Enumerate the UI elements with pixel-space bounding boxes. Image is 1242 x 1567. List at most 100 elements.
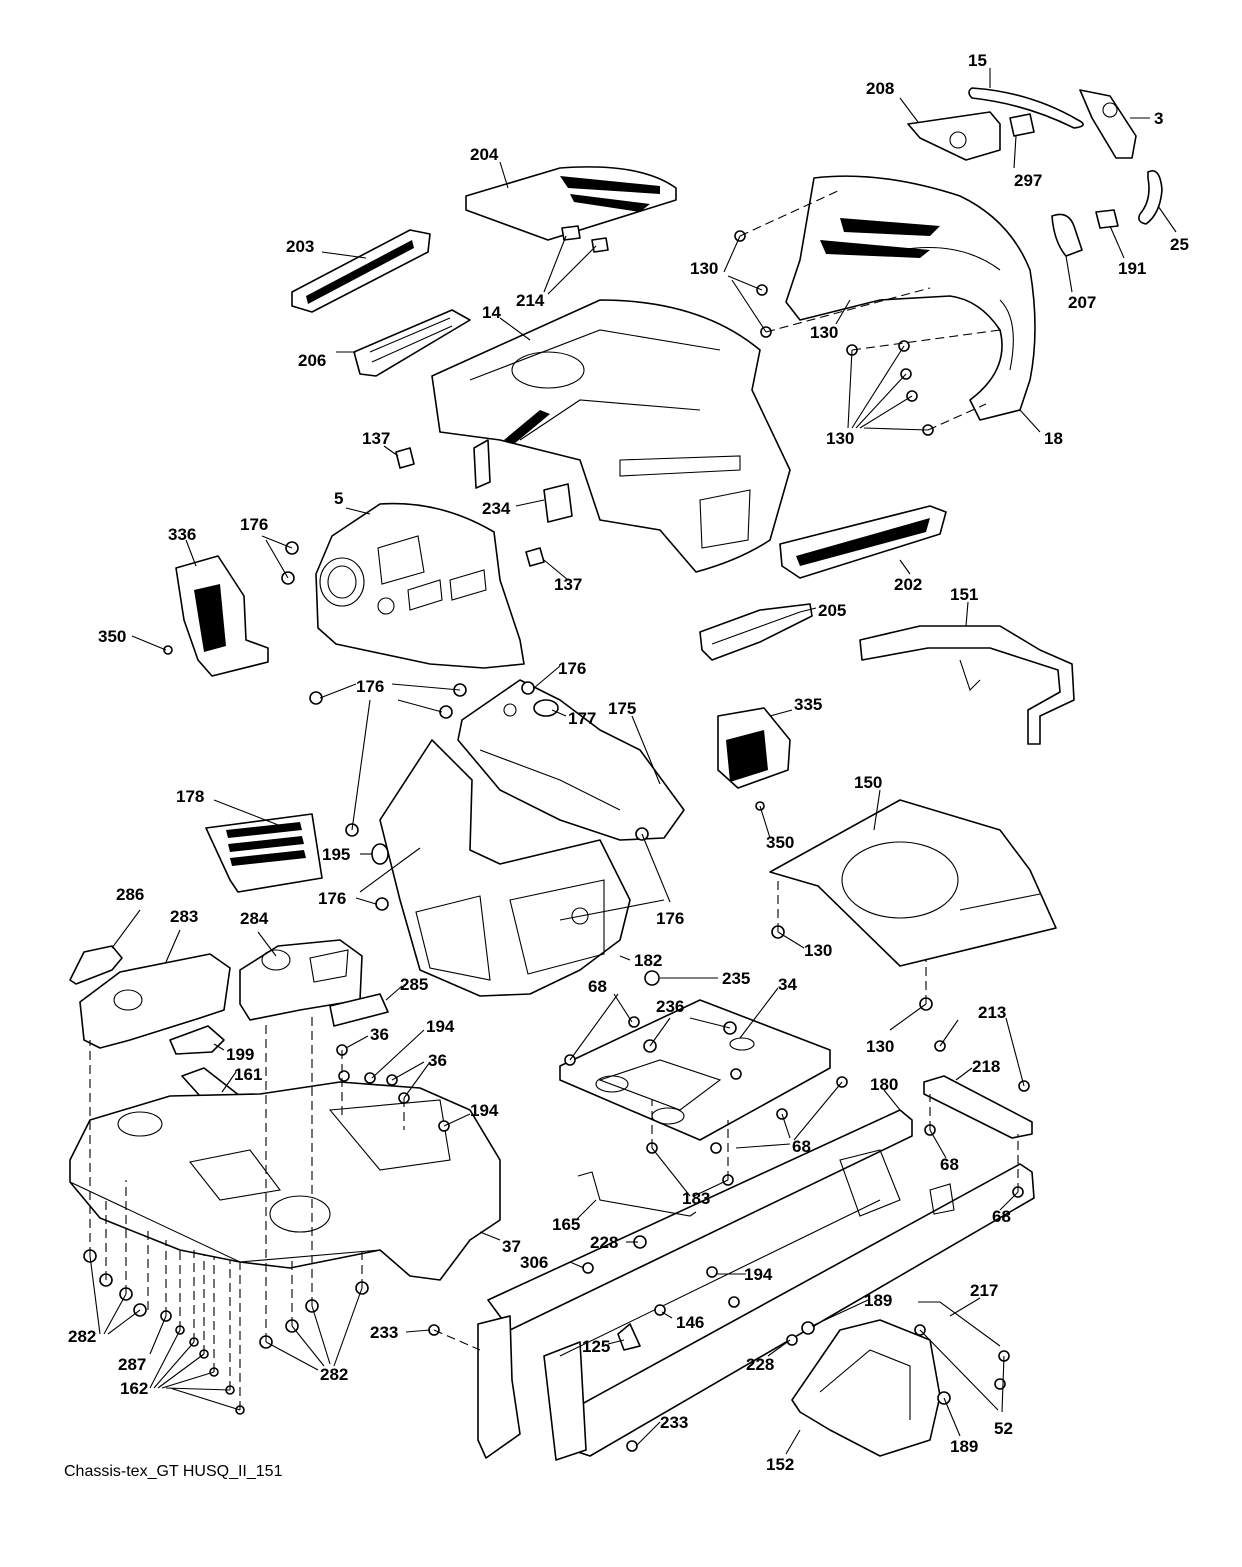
part-234-decal — [473, 439, 573, 523]
label-part-130-c: 130 — [826, 429, 854, 448]
label-part-233-b: 233 — [660, 1413, 688, 1432]
part-218-bracket — [923, 1075, 1033, 1139]
part-34-plate — [559, 999, 831, 1141]
assembly-lines — [89, 189, 1019, 1410]
label-part-68-d: 68 — [992, 1207, 1011, 1226]
leader-lines — [89, 68, 1177, 1455]
label-part-350-a: 350 — [98, 627, 126, 646]
label-part-233-a: 233 — [370, 1323, 398, 1342]
label-part-306: 306 — [520, 1253, 548, 1272]
label-part-36-a: 36 — [370, 1025, 389, 1044]
label-part-137-b: 137 — [554, 575, 582, 594]
part-14-hood — [431, 299, 791, 573]
label-part-162: 162 — [120, 1379, 148, 1398]
part-208-bracket — [907, 111, 1001, 161]
label-part-177: 177 — [568, 709, 596, 728]
label-part-175: 175 — [608, 699, 636, 718]
label-part-176-b: 176 — [558, 659, 586, 678]
label-part-208: 208 — [866, 79, 894, 98]
label-part-335: 335 — [794, 695, 822, 714]
label-part-15: 15 — [968, 51, 987, 70]
label-part-228-a: 228 — [590, 1233, 618, 1252]
part-125-bracket — [617, 1323, 641, 1351]
part-18-front-housing — [785, 175, 1036, 421]
part-137-clip-a — [395, 447, 415, 469]
label-part-152: 152 — [766, 1455, 794, 1474]
label-part-336: 336 — [168, 525, 196, 544]
label-part-283: 283 — [170, 907, 198, 926]
label-part-3: 3 — [1154, 109, 1163, 128]
label-part-150: 150 — [854, 773, 882, 792]
part-3-panel — [1079, 89, 1137, 159]
label-part-130-a: 130 — [690, 259, 718, 278]
part-283-fender-left — [79, 953, 231, 1049]
part-205-trim — [699, 603, 813, 661]
label-part-182: 182 — [634, 951, 662, 970]
label-part-68-a: 68 — [588, 977, 607, 996]
label-part-130-b: 130 — [810, 323, 838, 342]
label-part-287: 287 — [118, 1355, 146, 1374]
part-206-vent — [353, 309, 471, 377]
label-part-202: 202 — [894, 575, 922, 594]
part-175-bracket — [457, 679, 685, 841]
label-part-36-b: 36 — [428, 1051, 447, 1070]
label-part-130-d: 130 — [804, 941, 832, 960]
part-180-frame-rail — [477, 1109, 1035, 1461]
label-part-37: 37 — [502, 1237, 521, 1256]
label-part-137-a: 137 — [362, 429, 390, 448]
label-part-52: 52 — [994, 1419, 1013, 1438]
part-151-bracket — [859, 625, 1075, 745]
label-part-165: 165 — [552, 1215, 580, 1234]
label-part-236: 236 — [656, 997, 684, 1016]
part-191-clip — [1095, 209, 1119, 229]
label-part-25: 25 — [1170, 235, 1189, 254]
part-285-trim — [329, 993, 389, 1027]
label-part-68-c: 68 — [940, 1155, 959, 1174]
label-part-285: 285 — [400, 975, 428, 994]
label-part-228-b: 228 — [746, 1355, 774, 1374]
part-165-rod — [577, 1171, 697, 1217]
diagram-caption: Chassis-tex_GT HUSQ_II_151 — [64, 1463, 283, 1480]
label-part-34: 34 — [778, 975, 797, 994]
label-part-68-b: 68 — [792, 1137, 811, 1156]
part-152-footrest — [791, 1319, 941, 1457]
label-part-180: 180 — [870, 1075, 898, 1094]
label-part-282-a: 282 — [68, 1327, 96, 1346]
label-part-194-b: 194 — [470, 1101, 499, 1120]
part-217-rod — [918, 1301, 1001, 1347]
part-297-clip — [1009, 113, 1035, 137]
part-195-plug — [371, 843, 389, 865]
label-part-199: 199 — [226, 1045, 254, 1064]
part-178-vent-plate — [205, 813, 323, 893]
part-336-side-panel — [175, 555, 269, 677]
label-part-350-b: 350 — [766, 833, 794, 852]
label-part-213: 213 — [978, 1003, 1006, 1022]
part-177-grommet — [533, 699, 559, 717]
label-part-178: 178 — [176, 787, 204, 806]
label-part-205: 205 — [818, 601, 846, 620]
label-part-146: 146 — [676, 1313, 704, 1332]
part-199-clip — [169, 1025, 225, 1055]
label-part-5: 5 — [334, 489, 343, 508]
label-part-206: 206 — [298, 351, 326, 370]
label-part-14: 14 — [482, 303, 501, 322]
label-part-282-b: 282 — [320, 1365, 348, 1384]
label-part-151: 151 — [950, 585, 978, 604]
part-37-fender-deck — [69, 1081, 501, 1281]
label-part-161: 161 — [234, 1065, 262, 1084]
label-part-284: 284 — [240, 909, 269, 928]
label-part-176-e: 176 — [656, 909, 684, 928]
label-part-125: 125 — [582, 1337, 610, 1356]
part-25-trim — [1138, 170, 1163, 225]
label-part-297: 297 — [1014, 171, 1042, 190]
part-15-trim-strip — [968, 87, 1084, 129]
label-part-204: 204 — [470, 145, 499, 164]
part-137-clip-b — [525, 547, 545, 567]
label-part-191: 191 — [1118, 259, 1146, 278]
callout-labels: 15 208 3 297 204 25 203 130 191 214 207 … — [68, 51, 1189, 1474]
label-part-189-a: 189 — [864, 1291, 892, 1310]
part-182-console — [379, 739, 631, 997]
label-part-203: 203 — [286, 237, 314, 256]
part-204-top-cover — [465, 166, 677, 241]
